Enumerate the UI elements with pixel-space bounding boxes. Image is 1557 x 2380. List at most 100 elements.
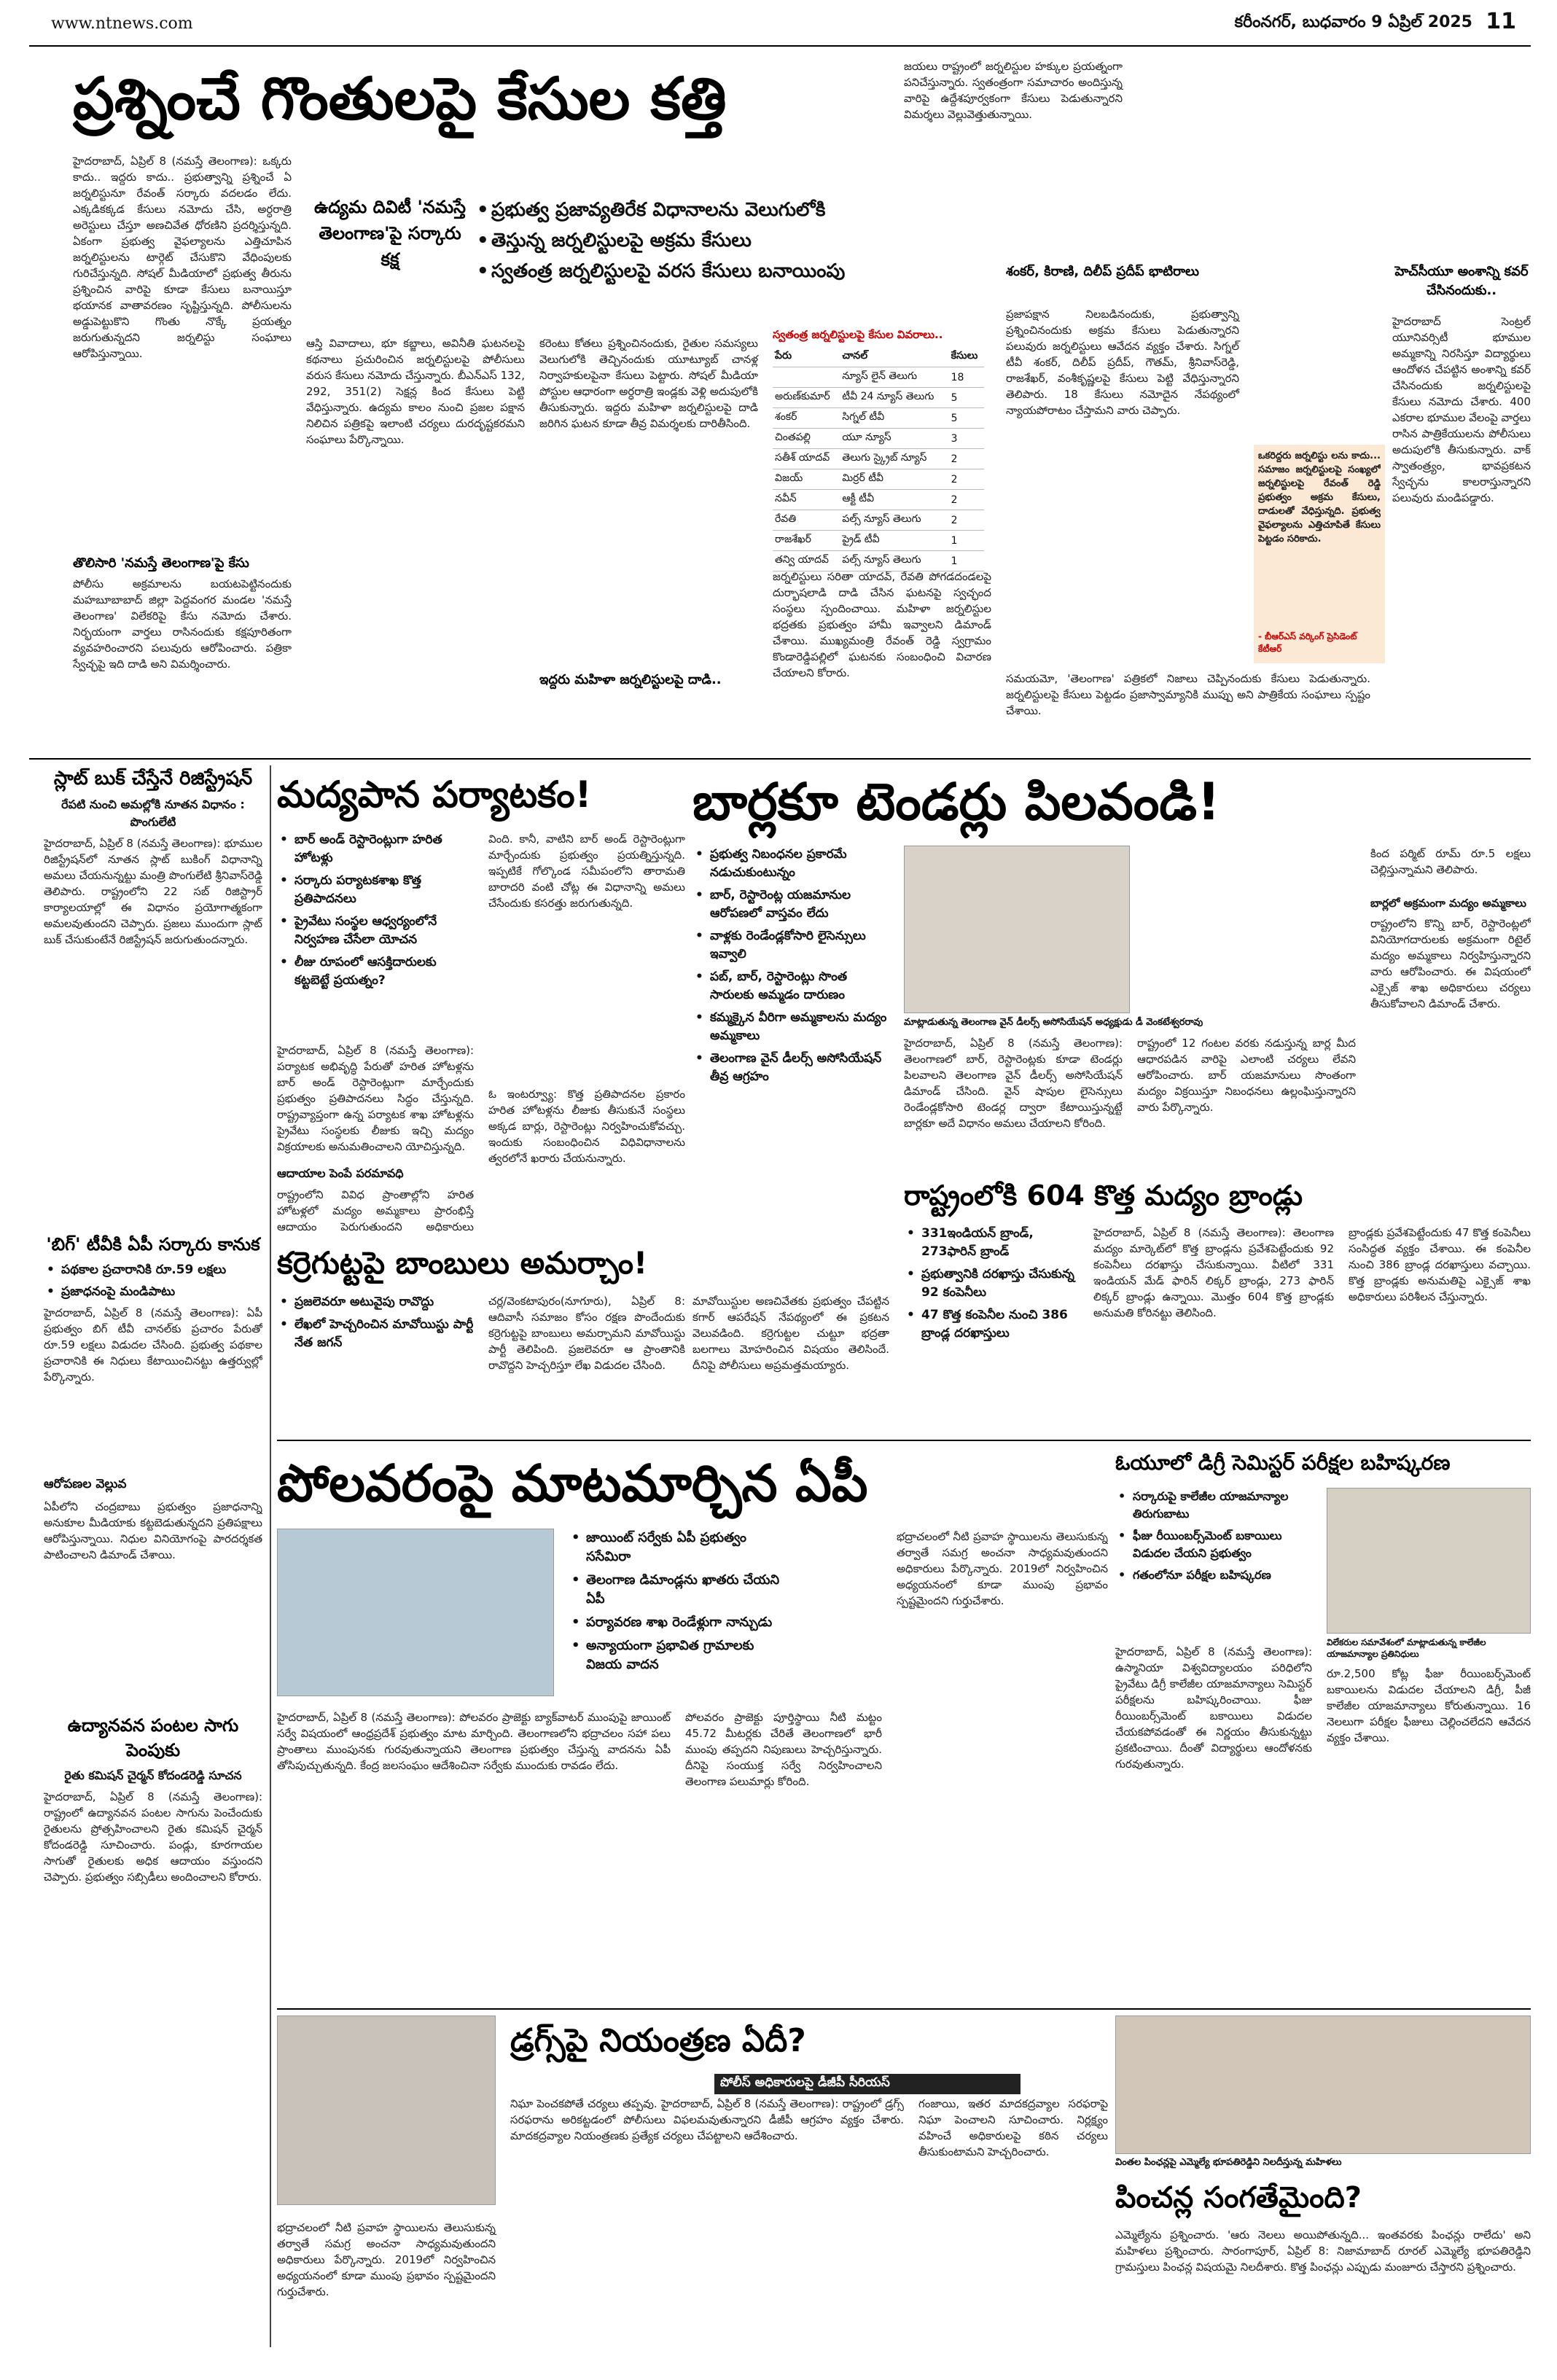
story11-headline: 'బిగ్' టీవీకి ఏపీ సర్కారు కానుక — [46, 1234, 260, 1255]
story3-body: రాష్ట్రంలోని కొన్ని బార్, రెస్టారెంట్లలో… — [1370, 917, 1531, 1010]
story6-bullet: తెలంగాణ డిమాండ్లను ఖాతరు చేయని ఏపీ — [569, 1571, 787, 1609]
table-header: చానల్ — [840, 347, 949, 367]
masthead-url[interactable]: www.ntnews.com — [51, 15, 193, 33]
story6-photo — [277, 1529, 554, 1696]
section-rule — [277, 2008, 1531, 2010]
story3-body: రాష్ట్రంలో 12 గంటల వరకు నడుస్తున్న బార్ల… — [1137, 1037, 1356, 1114]
story2-body: ఓ ఇంటర్వ్యూ: కొత్త ప్రతిపాదనల ప్రకారం హర… — [488, 1088, 685, 1165]
story11-bullet: ప్రజాధనంపై మండిపాటు — [44, 1283, 262, 1300]
page-number: 11 — [1486, 9, 1516, 34]
table-header: పేరు — [773, 347, 840, 367]
story4-bullets: 331ఇండియన్ బ్రాండ్, 273ఫారిన్ బ్రాండ్ ప్… — [904, 1225, 1079, 1347]
story8-body: గంజాయి, ఇతర మాదకద్రవ్యాల సరఫరాపై నిఘా పె… — [918, 2097, 1108, 2158]
table-cell: తెలుగు స్క్రైబ్ న్యూస్ — [840, 448, 949, 469]
story-pensions: వింతల పింఛన్లపై ఎమ్మెల్యే భూపతిరెడ్డిని … — [1115, 2016, 1531, 2351]
story4-body: బ్రాండ్లకు ప్రవేశపెట్టేందుకు 47 కొత్త కం… — [1349, 1226, 1531, 1303]
story-slot-booking: స్లాట్ బుక్ చేస్తేనే రిజిస్ట్రేషన్ రేపటి… — [44, 765, 262, 1225]
story2-headline: మద్యపాన పర్యాటకం! — [277, 773, 592, 816]
table-row: నవీన్ఆక్టీ టీవీ2 — [773, 489, 984, 510]
table-cell: తన్వి యాదవ్ — [773, 550, 840, 571]
table-cell: ఆక్టీ టీవీ — [840, 489, 949, 510]
table-cell: 3 — [948, 428, 984, 449]
story10-subhead: రేపటి నుంచి అమల్లోకి నూతన విధానం : పొంగు… — [61, 797, 245, 829]
table-row: సతీశ్ యాదవ్తెలుగు స్క్రైబ్ న్యూస్2 — [773, 448, 984, 469]
story2-bullet: సర్కారు పర్యాటకశాఖ కొత్త ప్రతిపాదనలు — [277, 872, 474, 908]
story1-bullets: ప్రభుత్వ ప్రజావ్యతిరేక విధానాలను వెలుగుల… — [474, 197, 897, 289]
story6-body: హైదరాబాద్, ఏప్రిల్ 8 (నమస్తే తెలంగాణ): ప… — [277, 1711, 671, 1772]
table-row: న్యూస్ లైన్ తెలుగు18 — [773, 367, 984, 388]
table-row: విజయ్మిర్రర్ టీవీ2 — [773, 469, 984, 490]
story7-body: రూ.2,500 కోట్ల ఫీజు రీయింబర్స్‌మెంట్ బకా… — [1327, 1667, 1531, 1744]
story8-body: నిఘా పెంచకపోతే చర్యలు తప్పవు. హైదరాబాద్,… — [510, 2097, 904, 2142]
story3-body: కింద పర్మిట్ రూమ్ రూ.5 లక్షలు చెల్లిస్తు… — [1370, 847, 1531, 876]
story1-body: ఆస్తి వివాదాలు, భూ కబ్జాలు, అవినీతి ఘటనల… — [306, 337, 525, 446]
story11-subhead: ఆరోపణల వెల్లువ — [44, 1477, 127, 1491]
story3-bullet: తెలంగాణ వైన్ డీలర్స్ అసోసియేషన్ తీవ్ర ఆగ… — [692, 1050, 889, 1086]
story3-bullet: వాళ్లకు రెండేండ్లకోసారి లైసెన్సులు ఇవ్వా… — [692, 927, 889, 964]
story1-body: జయలు రాష్ట్రంలో జర్నలిస్టుల హక్కుల ప్రయత… — [904, 60, 1123, 121]
table-cell: 2 — [948, 469, 984, 490]
story1-side-note: ఉద్యమ దివిటీ 'నమస్తే తెలంగాణ'పై సర్కారు … — [314, 197, 466, 270]
story12-headline: ఉద్యానవన పంటల సాగు పెంపుకు — [67, 1715, 239, 1760]
table-cell: శంకర్ — [773, 407, 840, 429]
table-cell: 1 — [948, 550, 984, 571]
table-cell: నవీన్ — [773, 489, 840, 510]
story1-subhead-right: శంకర్, కిరాణి, దిలీప్ ప్రదీప్ భాటిరాలు — [1006, 264, 1200, 279]
story1-body: హైదరాబాద్, ఏప్రిల్ 8 (నమస్తే తెలంగాణ): ఒ… — [73, 155, 292, 360]
masthead-dateline: కరీంనగర్, బుధవారం 9 ఏప్రిల్ 2025 — [1234, 13, 1472, 31]
story4-bullet: 47 కొత్త కంపెనీల నుంచి 386 బ్రాండ్ల దరఖా… — [904, 1306, 1079, 1343]
story-drugs: డ్రగ్స్‌పై నియంత్రణ ఏదీ? పోలీస్ అధికారుల… — [277, 2016, 1108, 2351]
story12-subhead: రైతు కమిషన్ చైర్మన్ కోదండరెడ్డి సూచన — [64, 1768, 242, 1782]
story1-right-subhead: హెచ్‌సీయూ అంశాన్ని కవర్ చేసినందుకు.. — [1394, 264, 1529, 298]
section-rule — [29, 758, 1531, 760]
table-cell: న్యూస్ లైన్ తెలుగు — [840, 367, 949, 388]
story-karregutta: కర్రెగుట్టపై బాంబులు అమర్చాం! ప్రజలెవరూ … — [277, 1239, 889, 1436]
story1-bullet: స్వతంత్ర జర్నలిస్టులపై వరస కేసులు బనాయిం… — [474, 258, 897, 284]
table-row: రాజశేఖర్ప్రైడ్ టీవీ1 — [773, 530, 984, 551]
table-row: శంకర్సిగ్నల్ టీవీ5 — [773, 407, 984, 429]
table-cell: పల్స్ న్యూస్ తెలుగు — [840, 510, 949, 531]
story3-bullets: ప్రభుత్వ నిబంధనల ప్రకారమే నడుచుకుంటున్నం… — [692, 846, 889, 1090]
story1-bullet: ప్రభుత్వ ప్రజావ్యతిరేక విధానాలను వెలుగుల… — [474, 197, 897, 223]
story5-body: చర్ల/వెంకటాపురం(నూగూరు), ఏప్రిల్ 8: ఆదివ… — [488, 1295, 685, 1372]
pull-quote-by: - బీఆర్ఎస్ వర్కింగ్ ప్రెసిడెంట్ కేటీఆర్ — [1258, 631, 1357, 654]
story1-body: కరెంటు కోతలు ప్రశ్నించినందుకు, రైతుల సమస… — [539, 337, 758, 430]
story-bar-tenders: బార్లకూ టెండర్లు పిలవండి! ప్రభుత్వ నిబంధ… — [692, 765, 1531, 1174]
story4-headline: రాష్ట్రంలోకి 604 కొత్త మద్యం బ్రాండ్లు — [904, 1179, 1303, 1212]
story-journalist-cases: ప్రశ్నించే గొంతులపై కేసుల కత్తి ఉద్యమ ది… — [29, 51, 1531, 751]
story7-bullet: ఫీజు రీయింబర్స్‌మెంట్ బకాయిలు విడుదల చేయ… — [1115, 1527, 1312, 1562]
table-cell: రాజశేఖర్ — [773, 530, 840, 551]
story6-headline: పోలవరంపై మాటమార్చిన ఏపీ — [277, 1454, 868, 1513]
table-cell: 2 — [948, 448, 984, 469]
story11-body: ఏపీలోని చంద్రబాబు ప్రభుత్వం ప్రజాధనాన్ని… — [44, 1500, 262, 1561]
story7-bullet: గతంలోనూ పరీక్షల బహిష్కరణ — [1115, 1566, 1312, 1584]
story8-bullet: పోలీస్ అధికారులపై డీజీపీ సీరియస్ — [714, 2074, 1021, 2094]
table-cell: రేవతి — [773, 510, 840, 531]
table-cell: 1 — [948, 530, 984, 551]
story3-headline: బార్లకూ టెండర్లు పిలవండి! — [692, 772, 1221, 832]
table-row: చింతపల్లియూ న్యూస్3 — [773, 428, 984, 449]
pull-quote-text: ఒకరిద్దరు జర్నలిస్టు లను కాదు... సమాజం జ… — [1258, 450, 1381, 545]
story1-headline: ప్రశ్నించే గొంతులపై కేసుల కత్తి — [73, 65, 727, 133]
table-cell: టీవీ 24 న్యూస్ తెలుగు — [840, 387, 949, 408]
table-header: కేసులు — [948, 347, 984, 367]
story1-body: సమయమో, 'తెలంగాణ' పత్రికలో నిజాలు చెప్పిన… — [1006, 672, 1370, 717]
story6-bullet: అన్యాయంగా ప్రభావిత గ్రామాలకు విజయ వాదన — [569, 1636, 787, 1674]
story3-bullet: పబ్, బార్, రెస్టారెంట్లు సొంత సారులకు అమ… — [692, 968, 889, 1004]
story8-body: భద్రాచలంలో నీటి ప్రవాహ స్థాయిలను తెలుసుక… — [277, 2221, 496, 2298]
table-cell: సతీశ్ యాదవ్ — [773, 448, 840, 469]
story7-photo — [1327, 1488, 1531, 1634]
story9-body: ఎమ్మెల్యేను ప్రశ్నించారు. 'ఆరు నెలలు అయి… — [1115, 2228, 1531, 2274]
cases-table-grid: పేరు చానల్ కేసులు న్యూస్ లైన్ తెలుగు18 అ… — [773, 347, 984, 571]
story-polavaram: పోలవరంపై మాటమార్చిన ఏపీ జాయింట్ సర్వేకు … — [277, 1447, 1108, 2001]
story2-bullet: లీజు రూపంలో ఆసక్తిదారులకు కట్టబెట్టే ప్ర… — [277, 953, 474, 990]
story9-headline: పించన్ల సంగతేమైంది? — [1115, 2181, 1362, 2215]
story11-bullets: పథకాల ప్రచారానికి రూ.59 లక్షలు ప్రజాధనంప… — [44, 1261, 262, 1300]
story3-bullet: ప్రభుత్వ నిబంధనల ప్రకారమే నడుచుకుంటున్నం — [692, 846, 889, 882]
story3-bullet: కమ్మక్కైన వీరిగా అమ్మకాలను మద్యం అమ్మకాల… — [692, 1009, 889, 1045]
table-cell: 5 — [948, 407, 984, 429]
story2-bullet: బార్ అండ్ రెస్టారెంట్లుగా హరిత హోటళ్లు — [277, 831, 474, 867]
story7-headline: ఓయూలో డిగ్రీ సెమిస్టర్ పరీక్షల బహిష్కరణ — [1115, 1451, 1451, 1475]
table-row: రేవతిపల్స్ న్యూస్ తెలుగు2 — [773, 510, 984, 531]
story5-bullets: ప్రజలెవరూ అటువైపు రావొద్దు లేఖలో హెచ్చరి… — [277, 1293, 474, 1357]
